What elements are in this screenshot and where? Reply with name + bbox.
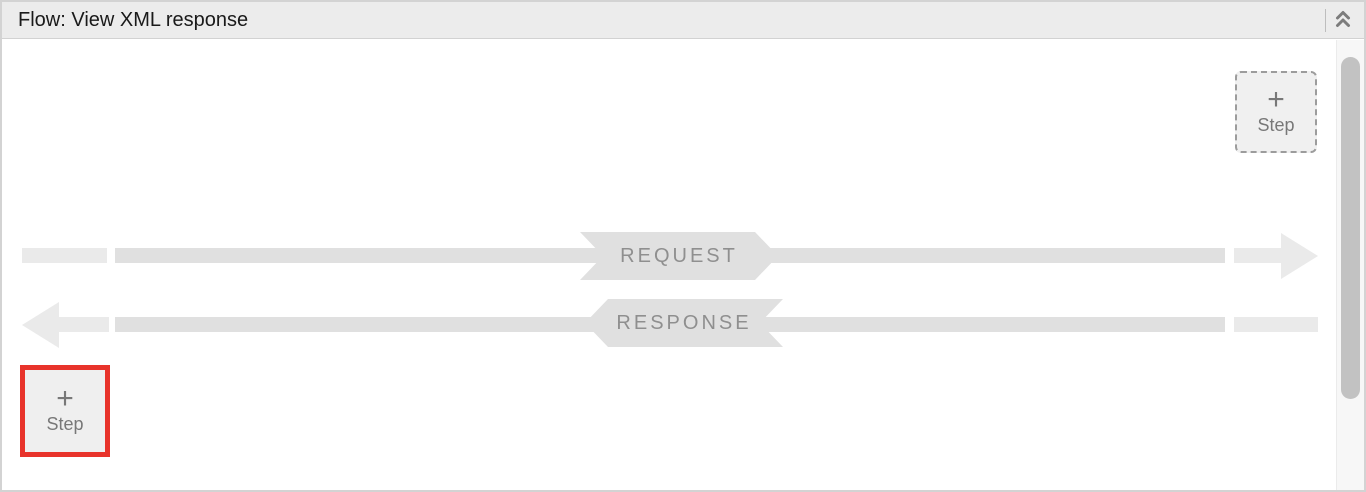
page-title: Flow: View XML response bbox=[18, 8, 249, 31]
request-banner: REQUEST bbox=[580, 232, 778, 280]
collapse-panel-button[interactable] bbox=[1330, 7, 1356, 33]
response-banner-label: RESPONSE bbox=[616, 311, 752, 334]
flow-canvas: + Step REQUEST RESPONSE + Step bbox=[2, 40, 1364, 490]
titlebar-divider bbox=[1325, 9, 1326, 32]
add-step-button-bottom[interactable]: + Step bbox=[20, 365, 110, 457]
add-step-button-top[interactable]: + Step bbox=[1235, 71, 1317, 153]
response-arrowhead-icon bbox=[22, 302, 59, 348]
request-arrowhead-icon bbox=[1281, 233, 1318, 279]
step-button-label: Step bbox=[1257, 114, 1295, 135]
step-button-label: Step bbox=[46, 413, 84, 434]
response-line-start-stub bbox=[1234, 317, 1318, 332]
response-banner: RESPONSE bbox=[585, 299, 783, 347]
scrollbar-thumb[interactable] bbox=[1341, 57, 1360, 399]
response-arrow-shaft bbox=[59, 317, 109, 332]
plus-icon: + bbox=[1267, 82, 1285, 116]
plus-icon: + bbox=[56, 381, 74, 415]
titlebar: Flow: View XML response bbox=[2, 2, 1364, 39]
request-arrow-shaft bbox=[1234, 248, 1281, 263]
chevron-double-up-icon bbox=[1335, 10, 1351, 31]
request-banner-label: REQUEST bbox=[620, 244, 738, 267]
request-line-start-stub bbox=[22, 248, 107, 263]
vertical-scrollbar[interactable] bbox=[1336, 40, 1364, 490]
